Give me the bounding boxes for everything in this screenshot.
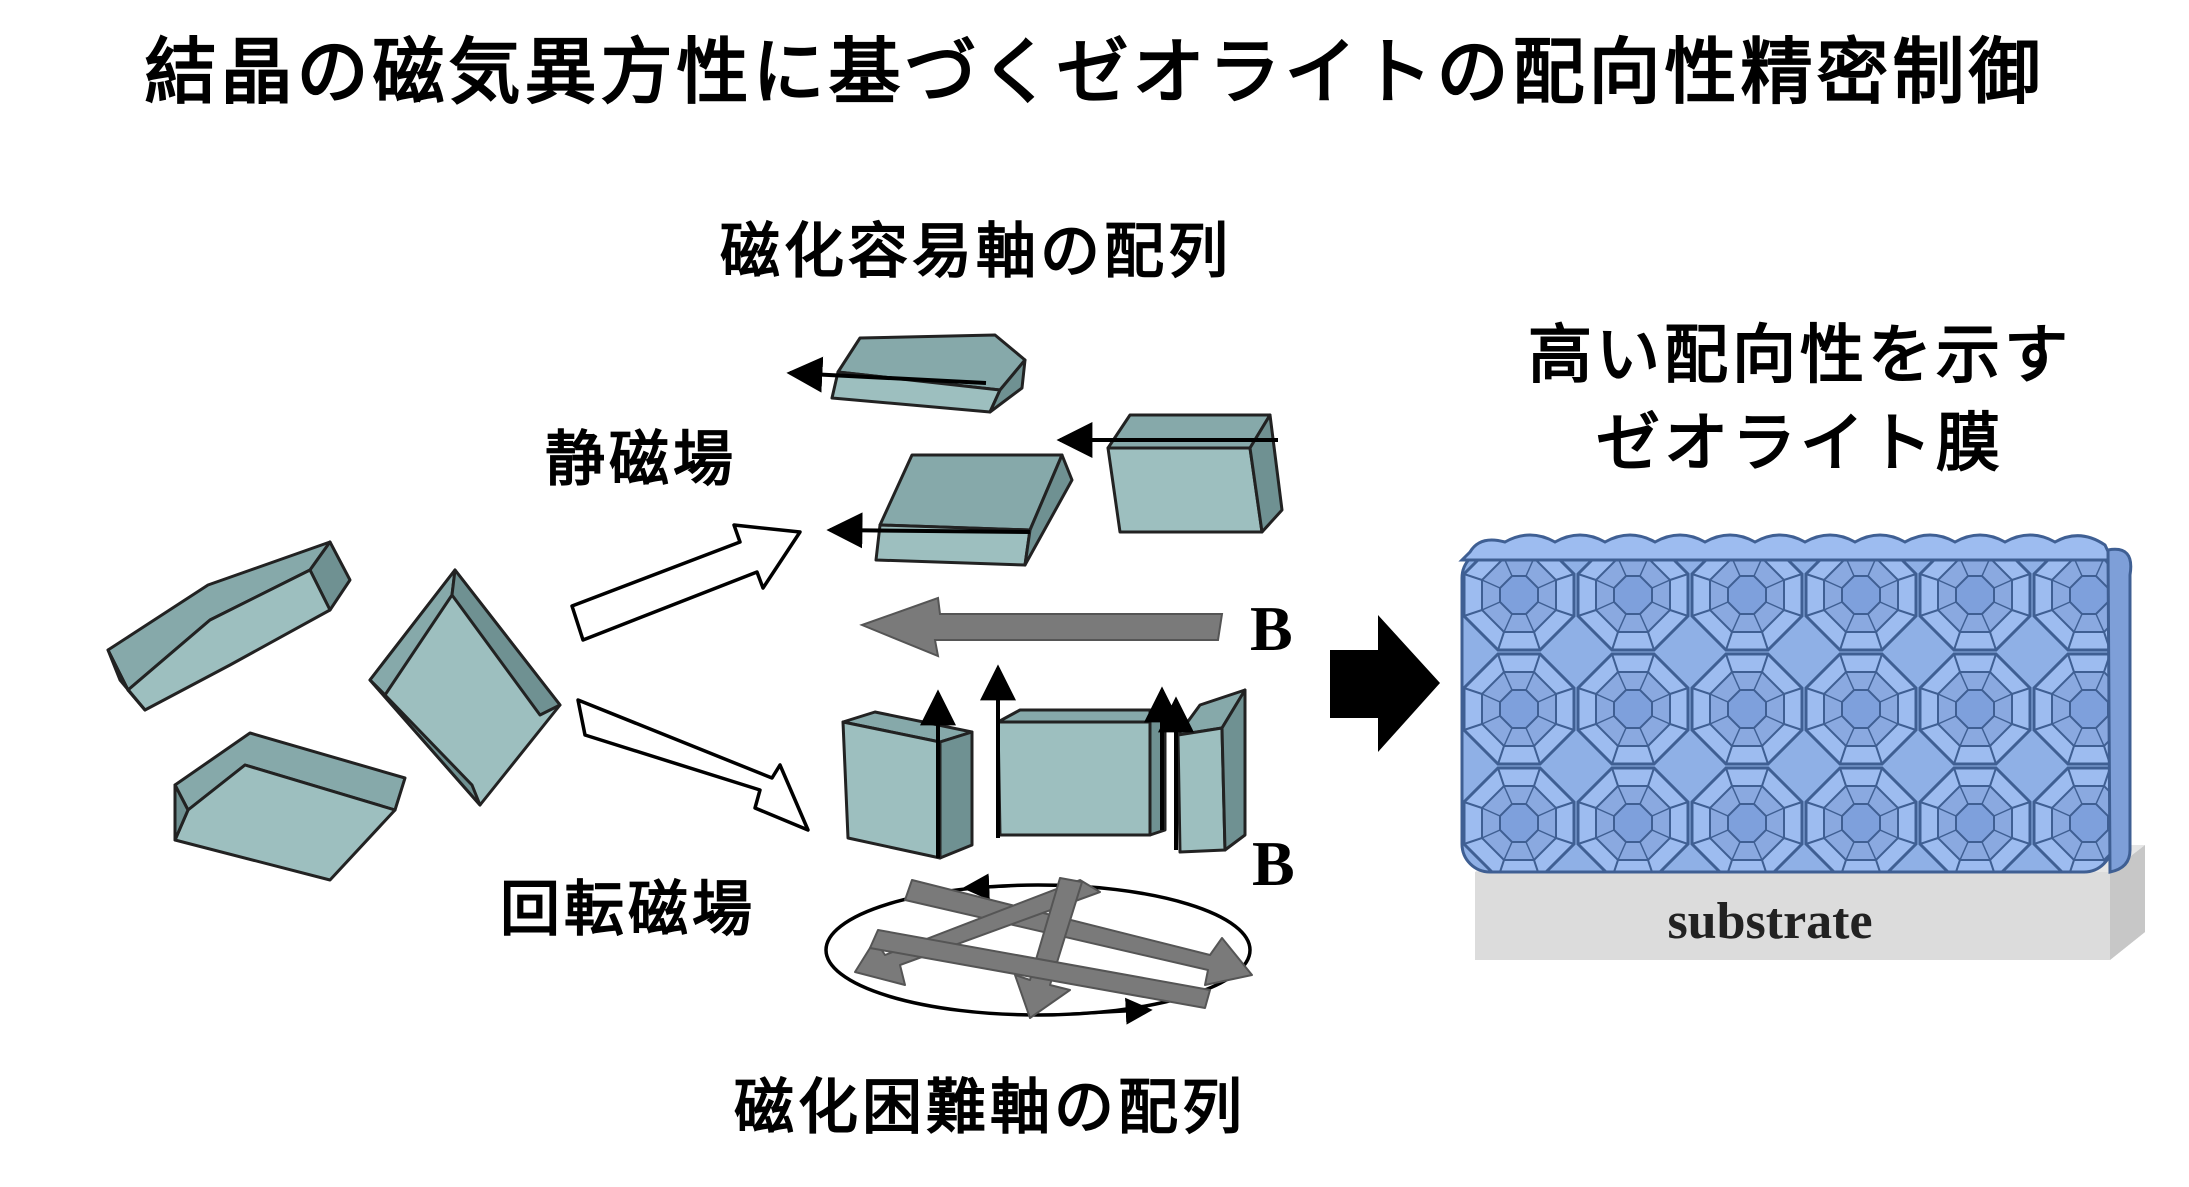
static-field-b-label: B [1250, 593, 1293, 664]
static-field-outline-arrow [570, 523, 802, 642]
easy-axis-label: 磁化容易軸の配列 [720, 217, 1232, 287]
static-field-b-arrow [859, 596, 1224, 658]
random-crystal-1 [106, 540, 352, 712]
aligned-crystal-2 [874, 453, 1074, 567]
rotating-field-outline-arrow [576, 698, 810, 832]
result-label-line2: ゼオライト膜 [1596, 407, 2004, 481]
rotation-ellipse [824, 883, 1252, 1017]
hard-axis-label: 磁化困難軸の配列 [734, 1073, 1246, 1143]
page-title: 結晶の磁気異方性に基づくゼオライトの配向性精密制御 [144, 30, 2045, 114]
result-arrow [1330, 615, 1440, 752]
easy-axis-arrow-1 [786, 356, 987, 393]
aligned-crystal-1 [830, 333, 1027, 414]
rotation-arrow-top [962, 873, 1011, 901]
random-crystal-3 [173, 731, 407, 882]
rotating-field-b-label: B [1252, 828, 1295, 899]
substrate-label: substrate [1667, 893, 1872, 950]
static-field-label: 静磁場 [545, 425, 737, 495]
rotating-field-arrows [854, 877, 1253, 1019]
zeolite-membrane [1458, 533, 2133, 874]
hard-aligned-crystal-2 [996, 708, 1167, 837]
easy-axis-arrow-2 [826, 512, 1031, 549]
rotating-field-label: 回転磁場 [500, 875, 756, 945]
hard-aligned-crystal-3 [1176, 688, 1247, 854]
rotation-arrow-bottom [1069, 997, 1153, 1025]
result-label: 高い配向性を示す ゼオライト膜 [1400, 312, 2189, 488]
result-label-line1: 高い配向性を示す [1528, 319, 2072, 393]
hard-aligned-crystal-1 [841, 710, 974, 860]
aligned-crystal-3 [1106, 413, 1284, 534]
random-crystal-2 [368, 568, 562, 807]
